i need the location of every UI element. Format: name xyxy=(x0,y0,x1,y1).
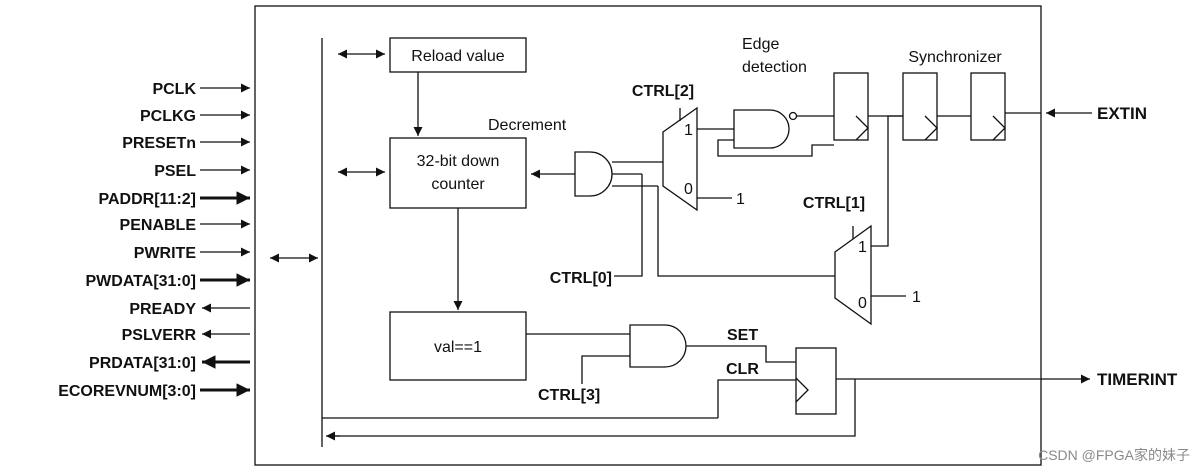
pin-presetn: PRESETn xyxy=(122,135,196,152)
ctrl1-label: CTRL[1] xyxy=(803,195,865,212)
edge-label-2: detection xyxy=(742,59,807,76)
pin-pwrite: PWRITE xyxy=(134,245,197,262)
mux-ctrl1-const: 1 xyxy=(912,289,921,306)
pin-pslverr: PSLVERR xyxy=(122,327,197,344)
pin-prdata: PRDATA[31:0] xyxy=(89,355,196,372)
edge-detect-and-gate xyxy=(733,109,790,149)
ctrl3-label: CTRL[3] xyxy=(538,387,600,404)
mux-ctrl1-in0: 0 xyxy=(858,295,867,312)
watermark: CSDN @FPGA家的妹子 xyxy=(1038,447,1190,463)
mux-ctrl2-const: 1 xyxy=(736,191,745,208)
clr-label: CLR xyxy=(726,361,759,378)
down-counter-block xyxy=(389,137,527,209)
output-pins: PREADY PSLVERR PRDATA[31:0] ECOREVNUM[3:… xyxy=(58,301,250,400)
pin-pclkg: PCLKG xyxy=(140,108,196,125)
extin-label: EXTIN xyxy=(1097,104,1147,123)
set-label: SET xyxy=(727,327,758,344)
down-counter-label-1: 32-bit down xyxy=(417,153,500,170)
pin-pready: PREADY xyxy=(129,301,196,318)
reload-value-block xyxy=(389,37,527,73)
mux-ctrl1 xyxy=(834,224,872,326)
sync-flipflop-2 xyxy=(902,72,938,141)
decrement-label: Decrement xyxy=(488,117,567,134)
pin-ecorevnum: ECOREVNUM[3:0] xyxy=(58,383,196,400)
module-boundary xyxy=(254,5,1042,466)
synchronizer-label: Synchronizer xyxy=(908,49,1002,66)
decrement-and-gate xyxy=(574,151,613,197)
mux-ctrl2 xyxy=(662,106,698,212)
mux-ctrl1-in1: 1 xyxy=(858,239,867,256)
interrupt-and-gate xyxy=(629,324,687,368)
compare-block xyxy=(389,311,527,381)
ctrl2-label: CTRL[2] xyxy=(632,83,694,100)
pin-penable: PENABLE xyxy=(120,217,197,234)
pin-pwdata: PWDATA[31:0] xyxy=(85,273,196,290)
input-pins: PCLK PCLKG PRESETn PSEL PADDR[11:2] PENA… xyxy=(85,81,250,290)
reload-value-label: Reload value xyxy=(411,48,505,65)
mux-ctrl2-in0: 0 xyxy=(684,181,693,198)
pin-psel: PSEL xyxy=(154,163,196,180)
compare-label: val==1 xyxy=(434,339,482,356)
edge-label-1: Edge xyxy=(742,36,779,53)
timerint-label: TIMERINT xyxy=(1097,370,1178,389)
pin-pclk: PCLK xyxy=(152,81,196,98)
interrupt-flipflop xyxy=(795,347,837,415)
edge-detect-flipflop xyxy=(833,72,869,141)
mux-ctrl2-in1: 1 xyxy=(684,122,693,139)
down-counter-label-2: counter xyxy=(431,176,485,193)
pin-paddr: PADDR[11:2] xyxy=(99,191,197,208)
sync-flipflop-1 xyxy=(970,72,1006,141)
edge-detect-inverter-bubble xyxy=(788,111,798,121)
ctrl0-label: CTRL[0] xyxy=(550,270,612,287)
